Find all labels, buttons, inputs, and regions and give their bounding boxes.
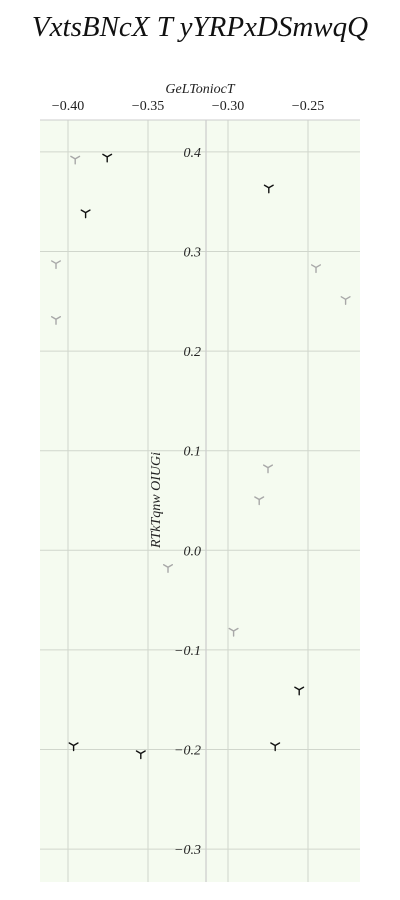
y-tick-label: −0.2	[174, 744, 201, 759]
y-tick-label: 0.1	[184, 445, 202, 460]
x-tick-label: −0.40	[52, 99, 84, 114]
y-tick-label: 0.3	[184, 245, 202, 260]
y-tick-label: 0.2	[184, 345, 202, 360]
data-point	[162, 564, 174, 573]
x-tick-label: −0.35	[132, 99, 164, 114]
y-tick-labels: 0.4 0.3 0.2 0.1 0.0 −0.1 −0.2 −0.3	[174, 146, 201, 858]
y-tick-label: 0.0	[184, 544, 202, 559]
data-point	[263, 184, 274, 194]
data-point	[228, 627, 239, 637]
data-point	[262, 464, 274, 474]
data-point	[68, 742, 79, 752]
x-axis-label: GeLToniocT	[165, 82, 235, 97]
data-point	[102, 153, 113, 163]
data-point	[50, 316, 62, 325]
data-points	[50, 153, 351, 760]
data-point	[294, 686, 305, 696]
data-point	[254, 496, 265, 506]
y-axis-label: RTkTqnw OIUGi	[149, 452, 164, 549]
y-tick-label: −0.3	[174, 843, 201, 858]
data-point	[80, 209, 91, 219]
data-point	[270, 742, 281, 752]
data-point	[135, 750, 146, 760]
plot-background	[40, 120, 360, 882]
x-tick-label: −0.25	[292, 99, 324, 114]
x-tick-label: −0.30	[212, 99, 244, 114]
data-point	[310, 264, 322, 274]
data-point	[340, 296, 351, 305]
x-tick-labels: −0.40 −0.35 −0.30 −0.25	[52, 99, 324, 114]
y-tick-label: 0.4	[184, 146, 202, 161]
grid	[40, 120, 360, 882]
data-point	[50, 260, 62, 270]
y-tick-label: −0.1	[174, 644, 201, 659]
chart-title: VxtsBNcX T yYRPxDSmwqQ	[32, 11, 368, 43]
data-point	[70, 155, 81, 165]
